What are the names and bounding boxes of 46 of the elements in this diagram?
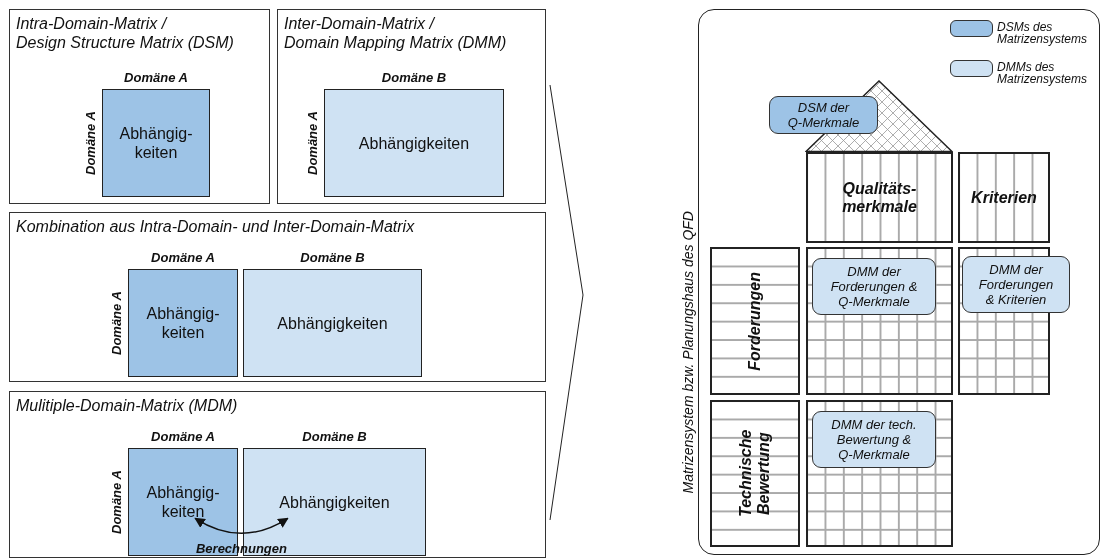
callout-box: DMM der Forderungen & Q-Merkmale [812, 258, 936, 315]
panel [9, 9, 270, 204]
header-label: Forderungen [746, 271, 764, 371]
header-block [710, 247, 800, 395]
matrix-label: Abhängigkeiten [277, 313, 388, 333]
header-label: Technische Bewertung [737, 428, 773, 520]
callout-box: DMM der tech. Bewertung & Q-Merkmale [812, 411, 936, 468]
matrix-block [128, 269, 238, 377]
legend-label: DMMs des Matrizensystems [997, 61, 1089, 85]
matrix-block [324, 89, 504, 197]
axis-label: Domäne A [305, 110, 321, 177]
matrix-label: Abhängigkeiten [358, 133, 470, 153]
axis-label: Domäne B [301, 429, 368, 445]
axis-label: Domäne A [83, 110, 99, 177]
axis-label: Domäne A [109, 469, 125, 536]
curved-arrow [194, 517, 289, 535]
panel-heading: Inter-Domain-Matrix / Domain Mapping Matrix (DMM) [284, 14, 508, 52]
legend-label: DSMs des Matrizensystems [997, 21, 1089, 45]
matrix-grid [806, 247, 953, 395]
callout-box: DMM der Forderungen & Kriterien [962, 256, 1070, 313]
matrix-block [102, 89, 210, 197]
callout-box: DSM der Q-Merkmale [769, 96, 878, 134]
header-block [958, 152, 1050, 243]
axis-label: Domäne A [150, 429, 216, 445]
axis-label: Domäne A [150, 250, 216, 266]
panel [277, 9, 546, 204]
header-block [806, 152, 953, 243]
axis-label: Domäne B [299, 250, 366, 266]
axis-label: Domäne B [380, 70, 448, 86]
matrix-label: Abhängig- keiten [118, 124, 194, 162]
matrix-grid [806, 400, 953, 547]
panel [9, 212, 546, 382]
matrix-label: Abhängigkeiten [279, 492, 390, 512]
panel-heading: Mulitiple-Domain-Matrix (MDM) [16, 396, 239, 415]
axis-label: Domäne A [109, 290, 125, 357]
matrix-label: Abhängig- keiten [145, 304, 221, 342]
axis-label: Domäne A [123, 70, 189, 86]
panel-heading: Kombination aus Intra-Domain- und Inter-Domain-Matrix [16, 217, 416, 236]
panel [9, 391, 546, 558]
matrix-block [243, 269, 422, 377]
matrix-label: Abhängig- keiten [145, 483, 221, 521]
header-label: Kriterien [971, 188, 1037, 207]
panel-heading: Intra-Domain-Matrix / Design Structure Matrix (DSM) [16, 14, 235, 52]
header-label: Qualitäts- merkmale [841, 179, 918, 216]
header-block [710, 400, 800, 547]
panel-title: Matrizensystem bzw. Planungshaus des QFD [680, 210, 697, 494]
